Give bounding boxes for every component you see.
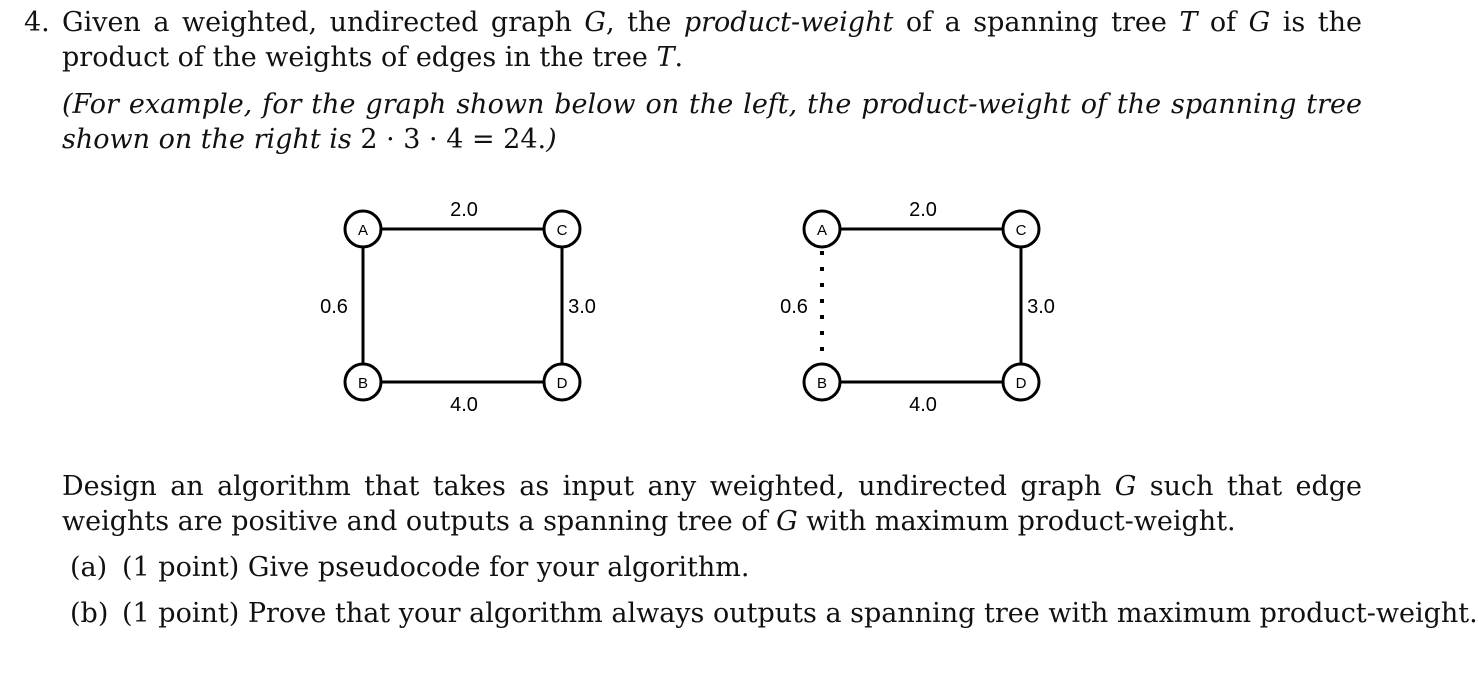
node-a-label: A [358,222,368,239]
tree-node-b-label: B [817,375,827,392]
problem-intro: Given a weighted, undirected graph G, th… [62,7,1363,73]
part-a-text: (1 point) Give pseudocode for your algor… [122,552,750,583]
tree-node-a [802,209,842,249]
node-a [343,209,383,249]
tree-node-c [1001,209,1041,249]
edge-ac-weight: 2.0 [450,199,478,221]
edge-ab-weight: 0.6 [320,296,348,318]
node-d-label: D [557,375,568,392]
tree-node-c-label: C [1016,222,1027,239]
graph-figures: A C B D 2.0 0.6 3.0 4.0 A C B D 2.0 0.6 … [320,199,1055,416]
edge-bd-weight: 4.0 [450,394,478,416]
left-graph: A C B D 2.0 0.6 3.0 4.0 [320,199,596,416]
tree-edge-cd-weight: 3.0 [1027,296,1055,318]
part-b: (b) (1 point) Prove that your algorithm a… [70,596,1478,631]
node-c [542,209,582,249]
node-b-label: B [358,375,368,392]
node-c-label: C [557,222,568,239]
edge-cd-weight: 3.0 [568,296,596,318]
part-b-text: (1 point) Prove that your algorithm alwa… [122,598,1478,629]
tree-node-a-label: A [817,222,827,239]
tree-edge-ac-weight: 2.0 [909,199,937,221]
tree-node-b [802,362,842,402]
tree-edge-bd-weight: 4.0 [909,394,937,416]
right-spanning-tree: A C B D 2.0 0.6 3.0 4.0 [780,199,1055,416]
tree-node-d-label: D [1016,375,1027,392]
tree-edge-ab-weight: 0.6 [780,296,808,318]
example-note: (For example, for the graph shown below … [62,89,1362,155]
part-b-label: (b) [70,598,109,629]
task-description: Design an algorithm that takes as input … [62,471,1363,537]
problem-number: 4. [24,7,50,38]
tree-node-d [1001,362,1041,402]
node-d [542,362,582,402]
part-a-label: (a) [70,552,108,583]
node-b [343,362,383,402]
part-a: (a) (1 point) Give pseudocode for your al… [70,550,749,585]
